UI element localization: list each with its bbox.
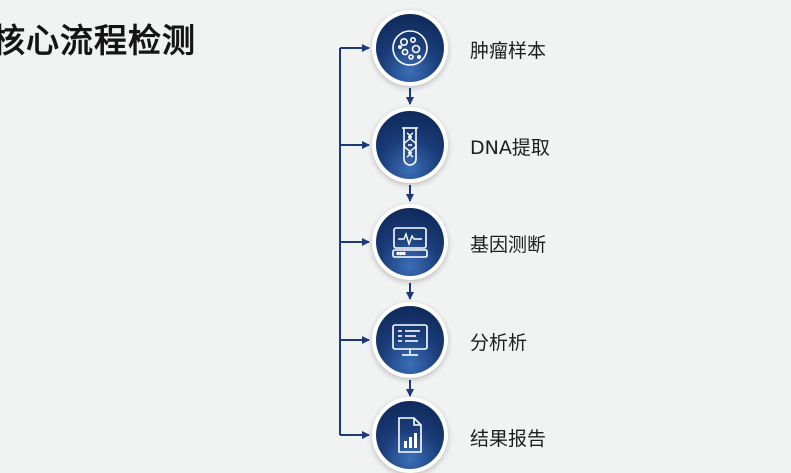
step-node-dna-extraction [372, 107, 448, 183]
step-label-5: 结果报告 [470, 428, 547, 450]
step-label-3: 基因测断 [470, 234, 547, 256]
flow-connectors [339, 44, 414, 439]
step-label-2: DNA提取 [470, 137, 550, 159]
step-node-gene-sequencing [372, 204, 448, 280]
dna-test-tube-icon [402, 127, 418, 166]
step-node-result-report [372, 397, 448, 473]
petri-dish-icon [392, 30, 428, 66]
step-label-1: 肿瘤样本 [470, 40, 547, 62]
sequencer-machine-icon [392, 227, 428, 258]
page-title: 核心流程检测 [0, 21, 196, 60]
computer-monitor-icon [392, 324, 428, 356]
step-label-4: 分析析 [470, 332, 528, 354]
step-node-analysis [372, 302, 448, 378]
step-node-tumor-sample [372, 10, 448, 86]
report-document-icon [398, 417, 422, 453]
